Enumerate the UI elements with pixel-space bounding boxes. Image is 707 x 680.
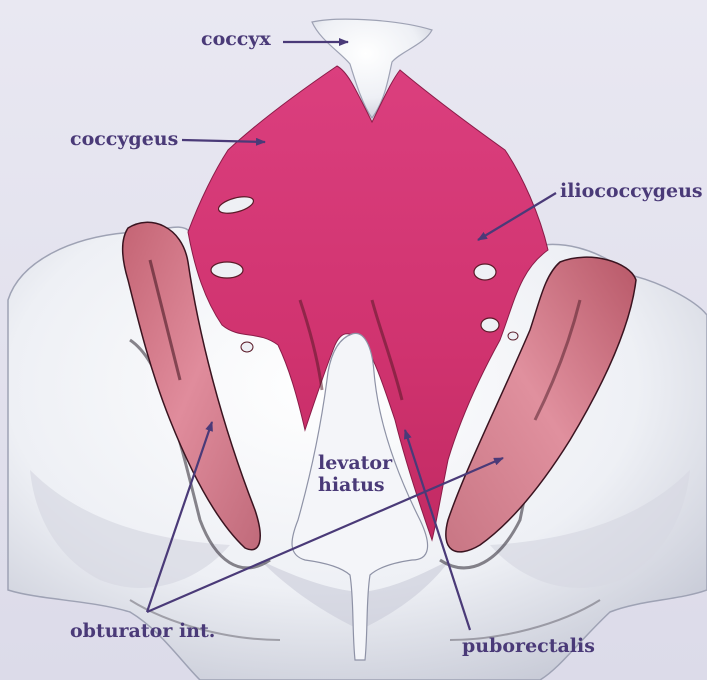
label-puborectalis: puborectalis xyxy=(462,636,595,657)
label-levator-hiatus: levator hiatus xyxy=(318,452,392,496)
label-obturator: obturator int. xyxy=(70,621,215,642)
label-coccyx: coccyx xyxy=(201,29,271,50)
label-coccygeus: coccygeus xyxy=(70,129,178,150)
label-levator-line1: levator xyxy=(318,452,392,474)
label-iliococcygeus: iliococcygeus xyxy=(560,181,703,202)
label-levator-line2: hiatus xyxy=(318,474,392,496)
